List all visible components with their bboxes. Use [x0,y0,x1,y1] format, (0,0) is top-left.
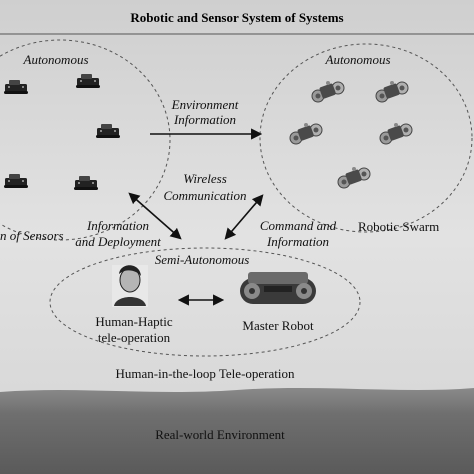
ground-label: Real-world Environment [155,427,285,442]
environment-label-1: Environment [171,97,239,112]
sensor-cluster-ellipse [0,39,171,241]
environment-label-2: Information [173,112,236,127]
semi-autonomous-ellipse [49,247,361,357]
master-robot-image [240,272,316,304]
master-robot-label: Master Robot [242,318,314,333]
ground-area [0,388,474,474]
sensor-cluster-caption: n of Sensors [0,228,64,243]
command-arrow [224,194,264,240]
info-deploy-label-2: and Deployment [75,234,161,249]
diagram-title: Robotic and Sensor System of Systems [130,10,343,25]
command-label-2: Information [266,234,329,249]
info-deploy-label-1: Information [86,218,149,233]
swarm-mode-label: Autonomous [325,52,391,67]
human-operator-image [112,265,148,307]
info-deploy-arrow [128,192,182,240]
haptic-label-2: tele-operation [98,330,171,345]
wireless-label-2: Communication [163,188,246,203]
command-label-1: Command and [260,218,337,233]
sensor-mode-label: Autonomous [23,52,89,67]
semi-mode-label: Semi-Autonomous [155,252,250,267]
teleop-caption: Human-in-the-loop Tele-operation [116,366,295,381]
wireless-label-1: Wireless [183,171,227,186]
swarm-caption: Robotic Swarm [358,219,439,234]
haptic-label-1: Human-Haptic [95,314,172,329]
